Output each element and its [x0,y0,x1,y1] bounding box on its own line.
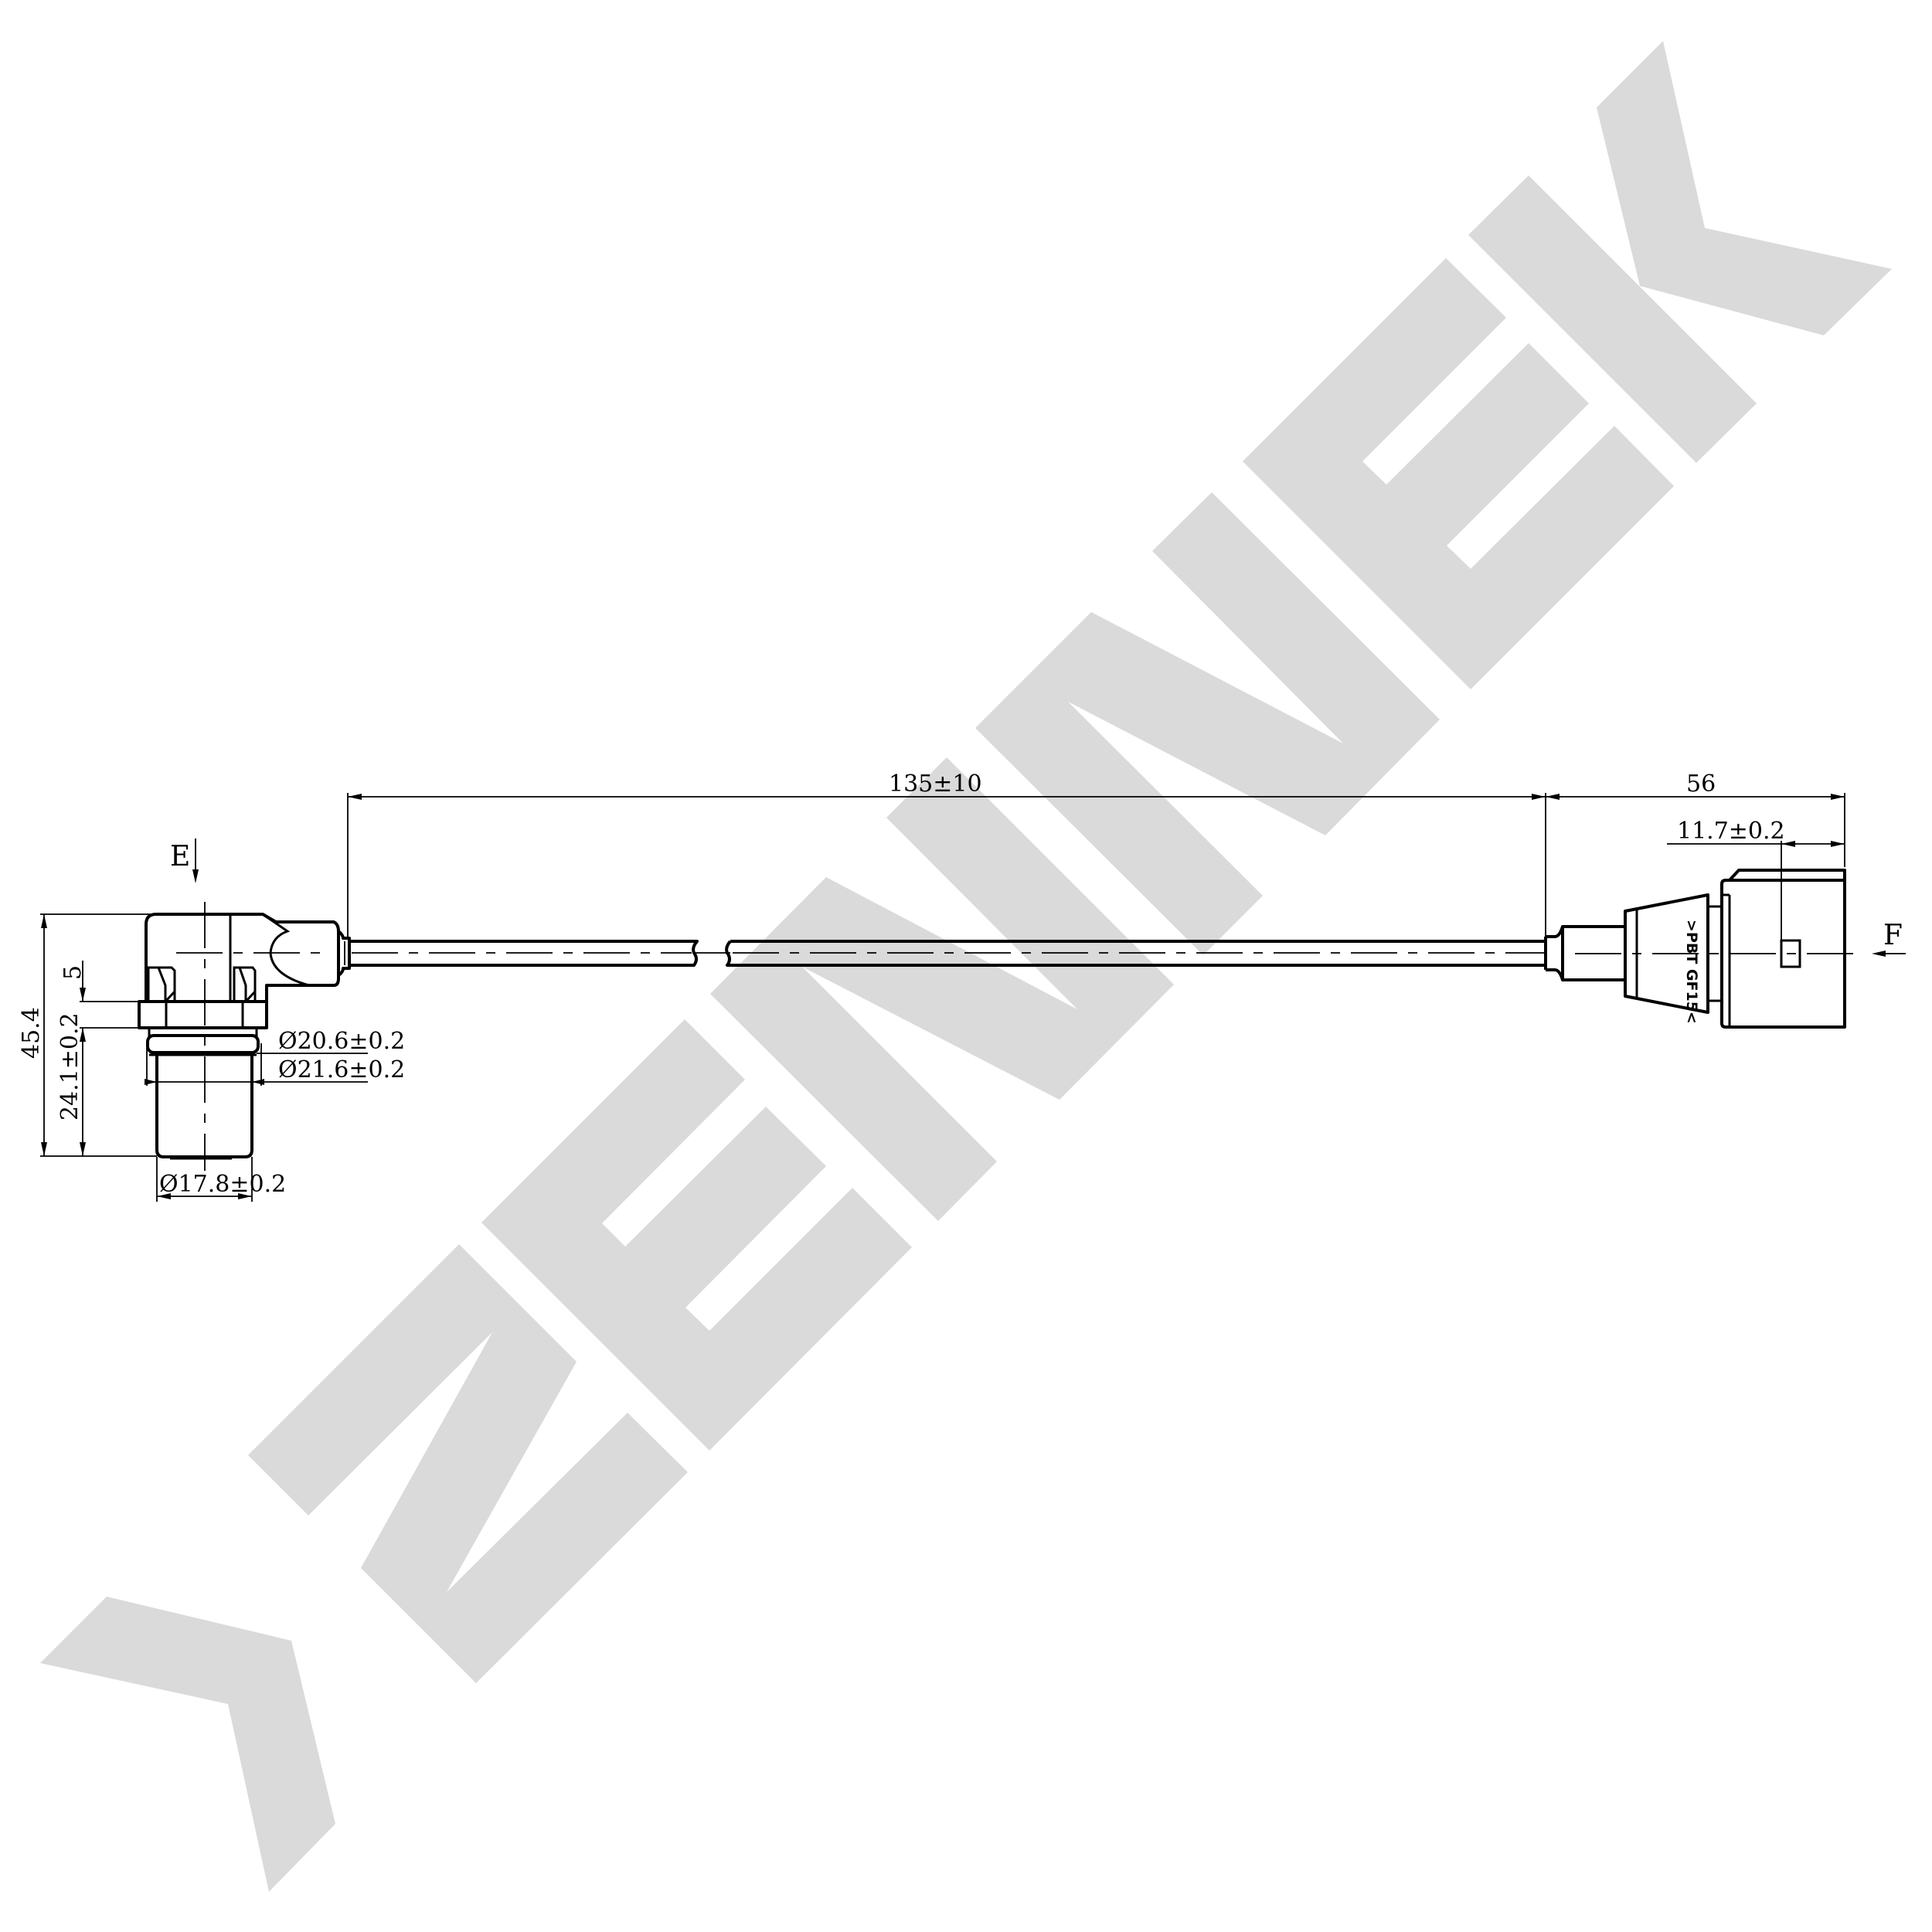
arrow-icon [348,794,362,800]
watermark-letter-k-stem [1468,175,1757,463]
dim-overall-height: 45.4 [18,1007,45,1059]
dim-cable-length: 135±10 [889,770,982,798]
watermark-chevron [40,1597,335,1892]
watermark-letter-n2 [975,492,1440,955]
arrow-icon [252,1079,264,1085]
watermark-letter-k-arm [1597,41,1892,335]
arrow-icon [80,988,86,1002]
arrow-down-icon [192,869,199,883]
sensor-body-outline [145,913,340,1028]
view-markers: E F [170,838,1906,957]
watermark-letter-n1 [710,757,1174,1221]
arrow-icon [41,914,47,928]
arrow-icon [145,1079,157,1085]
view-label-e: E [170,841,190,872]
cable-segment-left [349,940,699,967]
sensor-head [138,902,351,1171]
arrow-icon [1781,841,1795,847]
sensor-slot-right [233,966,257,1003]
dim-connector-length: 56 [1686,770,1716,798]
connector-material-marking: >PBT GF15< [1683,920,1700,1024]
sensor-boot-nose [262,913,310,987]
dim-tip-diameter: Ø17.8±0.2 [159,1171,286,1198]
arrow-icon [80,1142,86,1156]
watermark-letter-e2 [1243,258,1674,689]
arrow-icon [238,1193,252,1199]
dimensions: 135±10 56 11.7±0.2 45.4 5 24.1±0.2 Ø20.6… [18,770,1845,1202]
arrow-icon [41,1142,47,1156]
view-label-f: F [1883,920,1903,951]
arrow-icon [157,1193,171,1199]
sensor-oring [146,1034,260,1054]
cable [349,940,1546,967]
watermark-letter-e1 [481,1019,912,1451]
dim-oring-diameter: Ø20.6±0.2 [278,1028,405,1055]
arrow-icon [1831,841,1845,847]
sensor-strain-relief [337,930,351,977]
watermark-letter-z [248,1244,688,1683]
sensor-flange [138,1000,268,1029]
connector-cone [1624,893,1709,1014]
connector-crimp [1544,925,1624,981]
watermark-logo [40,41,1892,1892]
arrow-icon [80,1028,86,1042]
arrow-icon [1831,794,1845,800]
connector: >PBT GF15< [1544,869,1855,1029]
connector-housing [1720,879,1846,1029]
connector-key-window [1780,939,1801,968]
arrow-icon [1532,794,1546,800]
sensor-slot-left [147,966,176,1003]
dim-groove-diameter: Ø21.6±0.2 [278,1056,405,1083]
dim-key-offset: 11.7±0.2 [1677,818,1785,845]
connector-housing-lip [1728,869,1846,882]
dim-flange-thickness: 5 [60,965,87,980]
arrow-icon [1546,794,1560,800]
arrow-left-icon [1872,951,1886,957]
dim-probe-length: 24.1±0.2 [56,1012,83,1121]
